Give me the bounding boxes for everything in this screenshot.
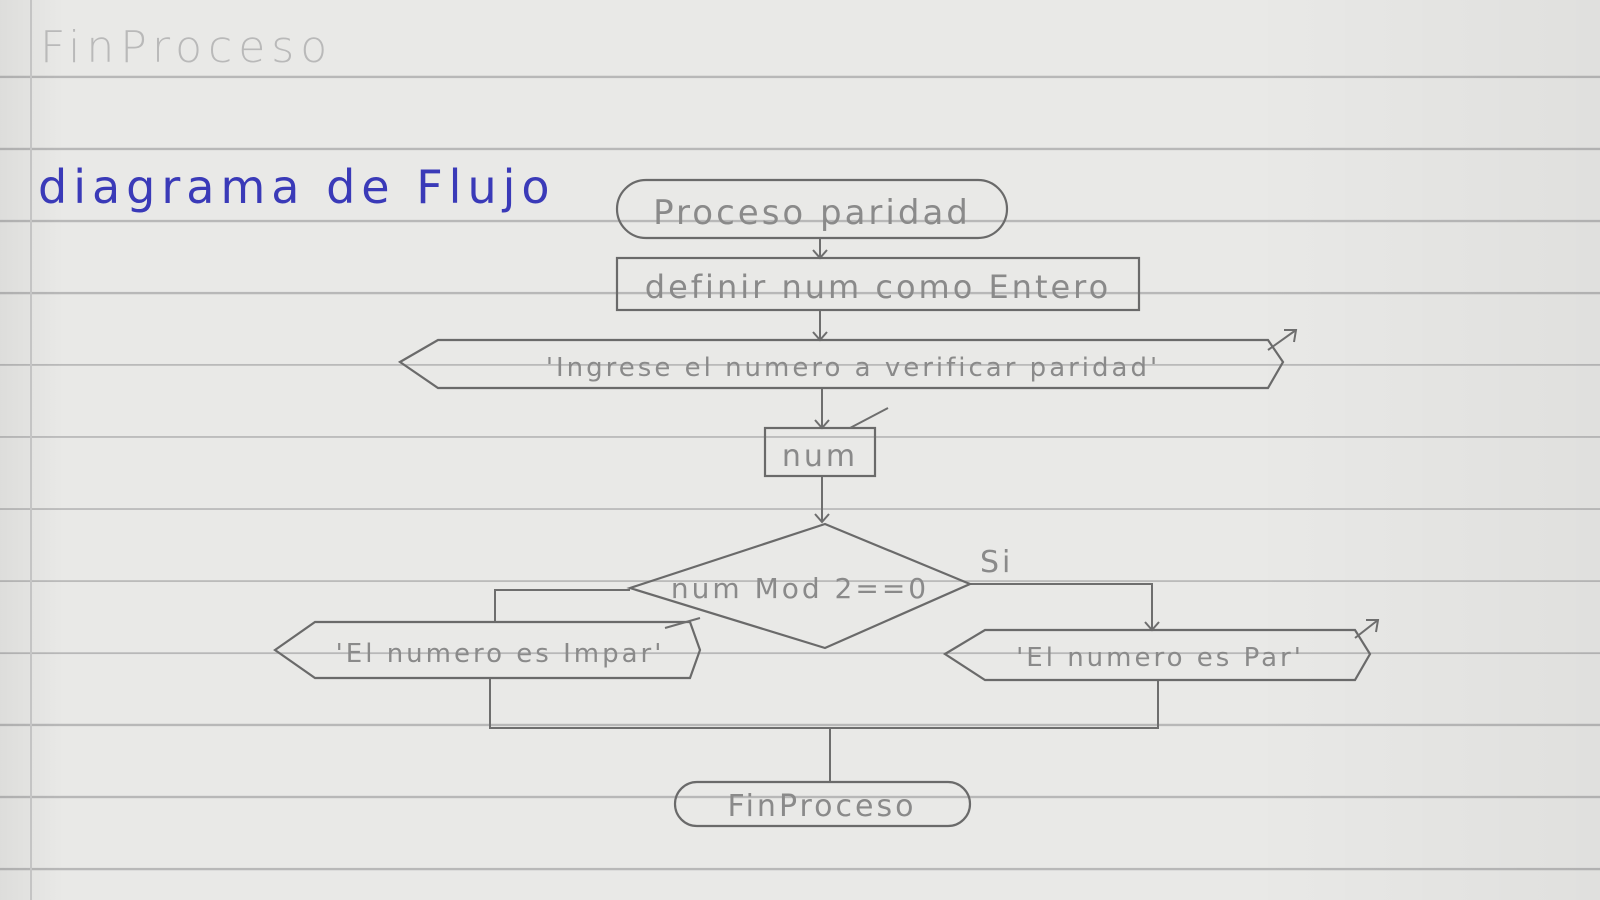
line-merge [489, 678, 1159, 729]
prompt-label: 'Ingrese el numero a verificar paridad' [546, 353, 1160, 383]
page-title: diagrama de Flujo [38, 160, 556, 214]
output-arrow-mark [1267, 329, 1297, 351]
terminal-shape [615, 178, 1009, 240]
end-terminal: FinProceso [673, 780, 972, 828]
start-label: Proceso paridad [653, 193, 971, 233]
input-arrow-mark [849, 407, 889, 429]
connector-lines [489, 237, 1160, 782]
start-terminal: Proceso paridad [615, 178, 1009, 240]
input-box: num [763, 407, 889, 478]
output-shape [942, 628, 1372, 682]
yes-label: Si [980, 545, 1013, 580]
output-shape [397, 338, 1285, 390]
decision: num Mod 2==0 Si [626, 522, 1013, 650]
even-output: 'El numero es Par' [942, 619, 1380, 682]
prompt-output: 'Ingrese el numero a verificar paridad' [397, 329, 1298, 390]
odd-output: 'El numero es Impar' [273, 617, 702, 680]
arrowhead [814, 513, 830, 524]
define-process: definir num como Entero [615, 256, 1141, 312]
output-shape [273, 620, 702, 680]
define-label: definir num como Entero [645, 268, 1111, 306]
odd-label: 'El numero es Impar' [336, 639, 665, 669]
input-shape [763, 426, 877, 478]
margin-line [30, 0, 32, 900]
input-label: num [782, 439, 858, 474]
decision-shape [626, 522, 973, 650]
output-arrow-tip [1366, 619, 1380, 633]
output-arrow-tip [1284, 329, 1298, 343]
output-arrow-mark [664, 617, 701, 629]
even-label: 'El numero es Par' [1016, 643, 1304, 673]
process-shape [615, 256, 1141, 312]
line-no-branch [494, 589, 630, 622]
decision-label: num Mod 2==0 [671, 572, 929, 605]
end-label: FinProceso [728, 789, 917, 824]
faded-heading: FinProceso [40, 22, 334, 73]
output-arrow-mark [1354, 619, 1379, 639]
terminal-shape [673, 780, 972, 828]
arrow-yes-branch [970, 583, 1153, 630]
